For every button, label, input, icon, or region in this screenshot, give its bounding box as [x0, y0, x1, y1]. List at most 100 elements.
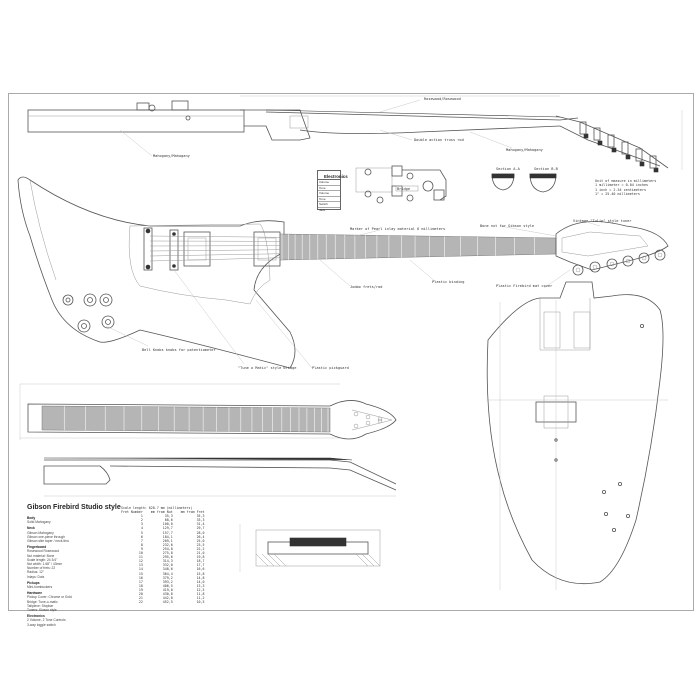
label-rosewood: Rosewood/Rosewood	[424, 97, 461, 101]
table-cell: 4	[140, 526, 143, 531]
table-cell: 3	[140, 522, 143, 527]
table-cell: 332,0	[162, 563, 173, 568]
label-mahogany-neck: Mahogany/Mahogany	[506, 148, 543, 152]
table-row: 3 100,0 31,4	[117, 522, 209, 526]
spec-line: Mini-humbuckers	[27, 585, 53, 590]
table-cell: 22,2	[196, 546, 205, 551]
table-cell: 129,7	[162, 526, 173, 531]
table-cell: 232,6	[162, 542, 173, 547]
spec-heading: Hardware	[27, 591, 43, 596]
table-cell: 25,0	[196, 538, 205, 543]
table-cell: 8	[140, 542, 143, 547]
table-cell: 12	[138, 559, 143, 564]
unit-conv-3: 1" = 25.40 millimeters	[595, 192, 640, 197]
label-section-bb: Section B-B	[534, 167, 558, 171]
bridge-section-detail	[239, 524, 381, 572]
table-cell: 430,8	[162, 591, 173, 596]
unit-note: Unit of measure in millimeters 1 millime…	[595, 179, 656, 197]
table-cell: 364,4	[162, 571, 173, 576]
table-cell: 275,8	[162, 551, 173, 556]
table-cell: 254,8	[162, 546, 173, 551]
table-cell: 21,0	[196, 551, 205, 556]
fret-table-header: mm from Nut	[150, 510, 173, 515]
table-cell: 6	[140, 534, 143, 539]
table-cell: 419,0	[162, 587, 173, 592]
table-cell: 13,3	[196, 583, 205, 588]
label-markers: Marker of Pearl inlay material 6 millime…	[350, 227, 446, 231]
legend-row: Volume	[318, 191, 340, 197]
table-row: 9 254,8 22,2	[117, 547, 209, 551]
table-cell: 19,8	[196, 555, 205, 560]
neck-side-view	[43, 457, 397, 497]
table-cell: 157,7	[162, 530, 173, 535]
fret-table-header: mm from Fret	[180, 510, 205, 515]
label-vintage-tuners: Vintage "Tulip" style tuner	[573, 219, 632, 223]
spec-line: Inlays: Dots	[27, 574, 45, 579]
table-cell: 452,5	[162, 600, 173, 605]
table-cell: 18,7	[196, 559, 205, 564]
neck-plan-view	[19, 383, 397, 440]
legend-row: Tone	[318, 197, 340, 203]
table-cell: 13	[138, 563, 143, 568]
electronics-legend: Volume Tone Volume Tone Switch Jack	[317, 170, 341, 212]
table-cell: 26,4	[196, 534, 205, 539]
legend-row: Volume	[318, 180, 340, 186]
label-plastic-cover: Plastic Firebird mat cover	[496, 284, 553, 288]
spec-heading: Electronics	[27, 614, 45, 619]
front-view	[17, 176, 669, 369]
table-cell: 15,8	[196, 571, 205, 576]
table-cell: 68,6	[164, 518, 173, 523]
table-cell: 184,1	[162, 534, 173, 539]
top-side-view	[27, 95, 683, 173]
spec-line: Nut material: Bone	[27, 553, 55, 558]
table-cell: 10	[138, 551, 143, 556]
blueprint-sheet	[8, 93, 694, 611]
label-jumbo-frets: Jumbo frets/rod	[350, 285, 383, 289]
table-cell: 314,3	[162, 559, 173, 564]
label-mahogany-body: Mahogany/Mahogany	[153, 154, 190, 158]
label-bell-knobs: Bell Knobs knobs for potentiometer	[142, 348, 216, 352]
table-cell: 31,4	[196, 522, 205, 527]
label-bridge: Bridge	[397, 187, 410, 191]
table-cell: 9	[140, 546, 143, 551]
spec-line: Tailpiece: Stopbar	[27, 603, 54, 608]
spec-line: Gibson one-piece through	[27, 534, 65, 539]
label-section-aa: Section A-A	[496, 167, 520, 171]
table-cell: 21	[138, 596, 143, 601]
table-row: 7 209,1 25,0	[117, 539, 209, 543]
table-cell: 209,1	[162, 538, 173, 543]
legend-row: Tone	[318, 186, 340, 192]
table-cell: 22	[138, 600, 143, 605]
spec-heading: Body	[27, 516, 36, 520]
table-cell: 11,2	[196, 596, 205, 601]
table-cell: 14,0	[196, 579, 205, 584]
spec-line: Pickup Cover: Chrome or Gold	[27, 595, 72, 600]
table-cell: 12,5	[196, 587, 205, 592]
table-cell: 295,6	[162, 555, 173, 560]
table-cell: 100,0	[162, 522, 173, 527]
table-cell: 406,5	[162, 583, 173, 588]
fret-table: Scale length: 628.7 mm (millimeters) Fre…	[117, 506, 209, 604]
fret-table-scale: Scale length: 628.7 mm (millimeters)	[121, 506, 193, 510]
table-row: 13 332,0 17,7	[117, 563, 209, 567]
unit-conv-1: 1 millimeter = 0.04 inches	[595, 183, 649, 188]
table-cell: 29,7	[196, 526, 205, 531]
table-row: 4 129,7 29,7	[117, 526, 209, 530]
table-row: 12 314,3 18,7	[117, 559, 209, 563]
table-cell: 7	[140, 538, 143, 543]
table-cell: 17,7	[196, 563, 205, 568]
table-row: 10 275,8 21,0	[117, 551, 209, 555]
